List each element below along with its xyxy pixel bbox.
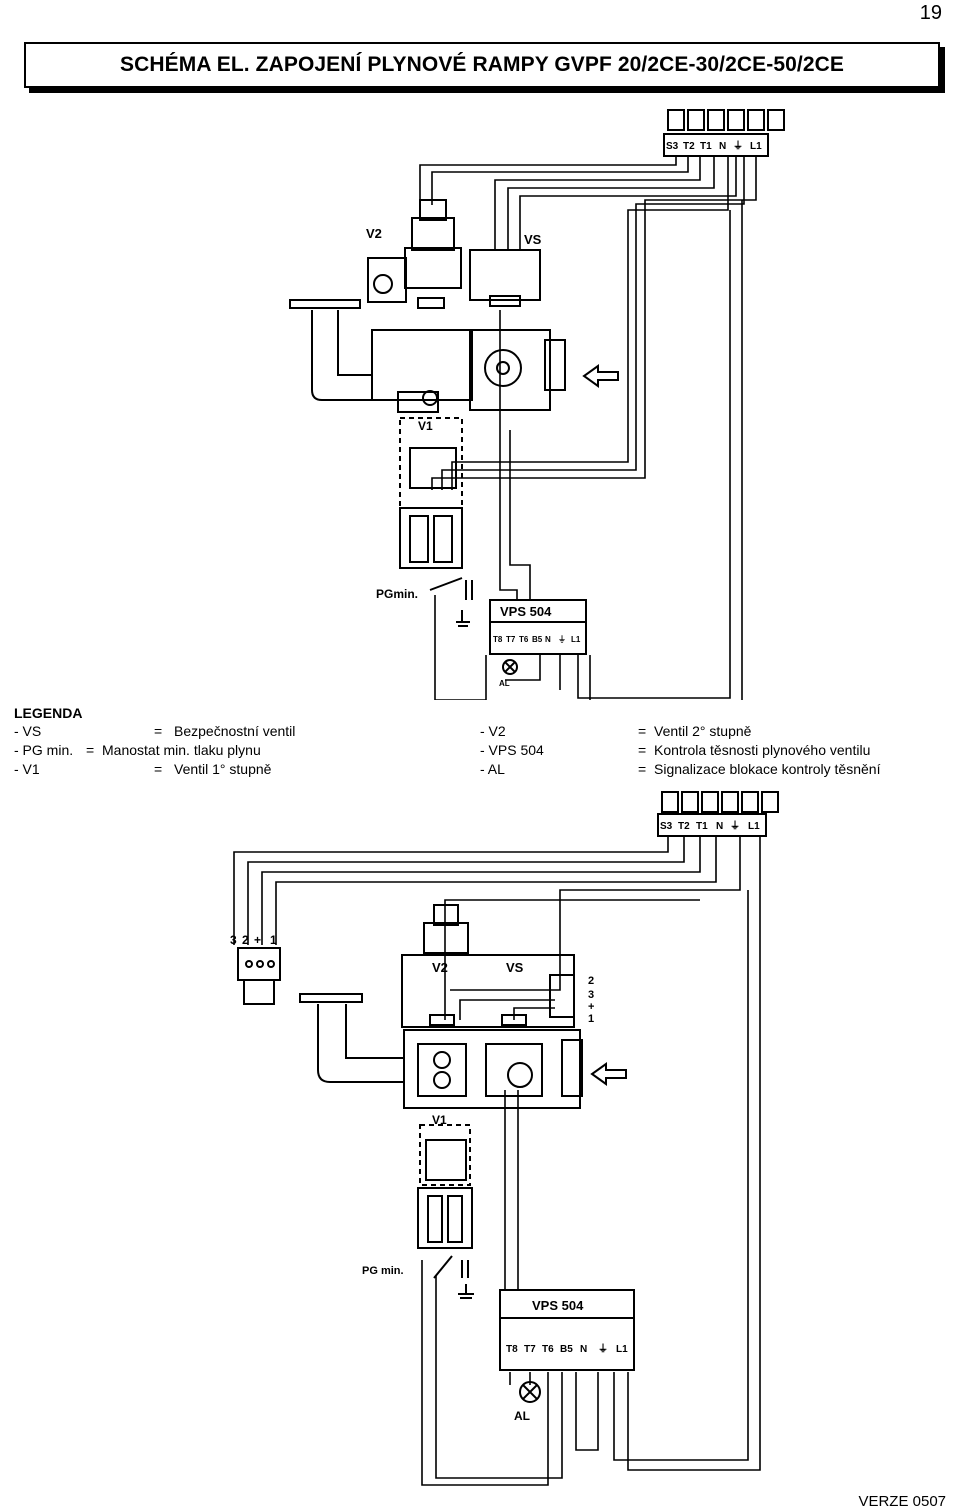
flow-arrow-1 <box>582 364 619 388</box>
vps-terminal-labels-1: T8 T7 T6 B5 N ⏚ L1 <box>493 635 581 644</box>
legend-code: - VS <box>14 723 42 739</box>
terminal-label: ⏚ <box>730 820 740 832</box>
plug-pin-labels: 3 2 + 1 <box>230 933 277 947</box>
legend-equals: = <box>638 742 647 758</box>
label-vps: VPS 504 <box>532 1298 584 1313</box>
legend-equals: = <box>86 742 95 758</box>
legend-code: - PG min. <box>14 742 74 758</box>
plug-pin-label: 2 <box>242 933 249 947</box>
vps-terminal-label: T6 <box>542 1344 554 1355</box>
terminal-block-1 <box>663 109 785 157</box>
vps-terminal-label: N <box>545 635 551 644</box>
vps-terminal-label: B5 <box>532 635 543 644</box>
wires-2 <box>233 836 761 1486</box>
version-label: VERZE 0507 <box>858 1493 946 1510</box>
valve-v2-1 <box>367 199 462 309</box>
legend-equals: = <box>638 723 647 739</box>
vps-terminal-label: T7 <box>506 635 516 644</box>
vps-terminal-label: L1 <box>616 1344 628 1355</box>
vps-terminal-label: ⏚ <box>558 635 566 644</box>
page-title: SCHÉMA EL. ZAPOJENÍ PLYNOVÉ RAMPY GVPF 2… <box>119 53 844 76</box>
side-pin-labels: 2 3 + 1 <box>588 975 594 1025</box>
valve-vs-1 <box>469 249 541 307</box>
legend: LEGENDA - VS = Bezpečnostní ventil - V2 … <box>14 705 944 777</box>
flow-arrow-2 <box>590 1062 627 1086</box>
pg-min-switch-1 <box>429 577 473 627</box>
vps-504-box-2 <box>499 1289 635 1403</box>
label-vps: VPS 504 <box>500 604 552 619</box>
pg-min-switch-2 <box>433 1255 474 1299</box>
terminal-label: L1 <box>750 141 762 152</box>
wires-1 <box>419 156 757 700</box>
gas-pipe-1 <box>289 299 372 401</box>
legend-equals: = <box>638 761 647 777</box>
terminal-label: T1 <box>696 821 708 832</box>
vps-504-box-1 <box>489 599 587 675</box>
legend-equals: = <box>154 723 163 739</box>
wiring-diagram-2: S3 T2 T1 N ⏚ L1 3 2 + 1 V2 VS 2 3 + 1 V1… <box>230 791 779 1486</box>
valve-v2-vs-2 <box>401 904 575 1028</box>
valve-v1-1 <box>399 417 463 569</box>
terminal-label: N <box>716 821 723 832</box>
label-v2: V2 <box>366 226 382 241</box>
page-number: 19 <box>919 2 942 24</box>
terminal-label: L1 <box>748 821 760 832</box>
legend-code: - V2 <box>480 723 506 739</box>
plug-pin-label: + <box>254 933 261 947</box>
legend-description: Bezpečnostní ventil <box>174 723 296 739</box>
label-al: AL <box>514 1409 530 1423</box>
label-v1: V1 <box>418 419 433 433</box>
plug-pin-label: 1 <box>270 933 277 947</box>
label-al: AL <box>499 679 510 688</box>
terminal-label: N <box>719 141 726 152</box>
side-pin-label: + <box>588 1001 594 1013</box>
side-pin-label: 3 <box>588 989 594 1001</box>
legend-description: Ventil 1° stupně <box>174 761 272 777</box>
vps-terminal-label: B5 <box>560 1344 573 1355</box>
side-pin-label: 1 <box>588 1013 594 1025</box>
label-v1: V1 <box>432 1113 447 1127</box>
label-v2: V2 <box>432 960 448 975</box>
side-pin-label: 2 <box>588 975 594 987</box>
vps-terminal-label: T6 <box>519 635 529 644</box>
vps-terminal-label: N <box>580 1344 587 1355</box>
valve-body-2 <box>403 1029 583 1109</box>
terminal-label: S3 <box>666 141 679 152</box>
legend-description: Signalizace blokace kontroly těsnění <box>654 761 881 777</box>
vps-terminal-label: ⏚ <box>598 1343 608 1355</box>
label-pg-min: PGmin. <box>376 587 418 601</box>
label-vs: VS <box>506 960 524 975</box>
vps-terminal-label: T8 <box>506 1344 518 1355</box>
vps-terminal-labels-2: T8 T7 T6 B5 N ⏚ L1 <box>506 1343 628 1355</box>
vps-terminal-label: T8 <box>493 635 503 644</box>
plug-connector-2 <box>237 947 281 1005</box>
terminal-block-2 <box>657 791 779 837</box>
terminal-labels-1: S3 T2 T1 N ⏚ L1 <box>666 140 762 152</box>
terminal-label: T1 <box>700 141 712 152</box>
legend-equals: = <box>154 761 163 777</box>
title-box: SCHÉMA EL. ZAPOJENÍ PLYNOVÉ RAMPY GVPF 2… <box>24 42 940 88</box>
valve-body-1 <box>371 329 566 413</box>
wiring-diagram-1: S3 T2 T1 N ⏚ L1 V2 VS V1 PGmin. VPS 504 … <box>289 109 785 700</box>
legend-code: - VPS 504 <box>480 742 544 758</box>
legend-description: Manostat min. tlaku plynu <box>102 742 261 758</box>
terminal-label: ⏚ <box>733 140 743 152</box>
vps-terminal-label: L1 <box>571 635 581 644</box>
gas-pipe-2 <box>299 993 404 1083</box>
terminal-label: T2 <box>683 141 695 152</box>
legend-heading: LEGENDA <box>14 705 83 721</box>
label-vs: VS <box>524 232 542 247</box>
terminal-labels-2: S3 T2 T1 N ⏚ L1 <box>660 820 760 832</box>
legend-code: - V1 <box>14 761 40 777</box>
vps-terminal-label: T7 <box>524 1344 536 1355</box>
valve-v1-2 <box>417 1124 473 1249</box>
legend-code: - AL <box>480 761 505 777</box>
legend-description: Kontrola těsnosti plynového ventilu <box>654 742 871 758</box>
terminal-label: T2 <box>678 821 690 832</box>
legend-description: Ventil 2° stupně <box>654 723 752 739</box>
plug-pin-label: 3 <box>230 933 237 947</box>
terminal-label: S3 <box>660 821 673 832</box>
label-pg-min: PG min. <box>362 1265 404 1277</box>
